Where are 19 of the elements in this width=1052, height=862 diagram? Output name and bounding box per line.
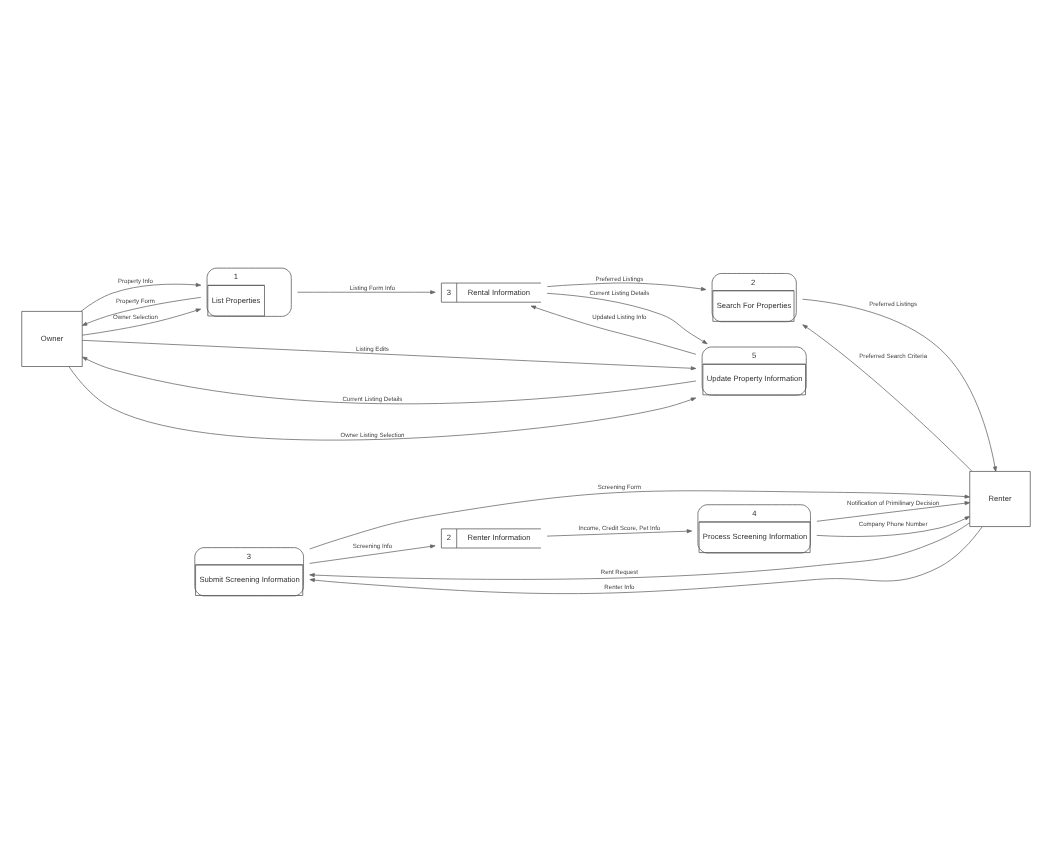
arrow: [546, 528, 693, 536]
arrow: [309, 489, 970, 549]
arrow: [530, 304, 697, 354]
arrow: [802, 297, 997, 471]
arrow: [546, 281, 707, 290]
arrow: [82, 338, 697, 370]
arrow: [309, 525, 983, 593]
arrow: [309, 521, 971, 579]
arrow: [297, 289, 436, 294]
arrow: [309, 543, 436, 563]
arrow: [80, 281, 202, 311]
arrow: [816, 500, 970, 521]
arrow: [816, 515, 971, 536]
arrow: [802, 323, 973, 471]
arrow: [81, 296, 202, 325]
arrow: [82, 355, 697, 404]
arrow: [81, 307, 202, 335]
arrow: [546, 291, 708, 344]
arrow: [68, 365, 697, 440]
